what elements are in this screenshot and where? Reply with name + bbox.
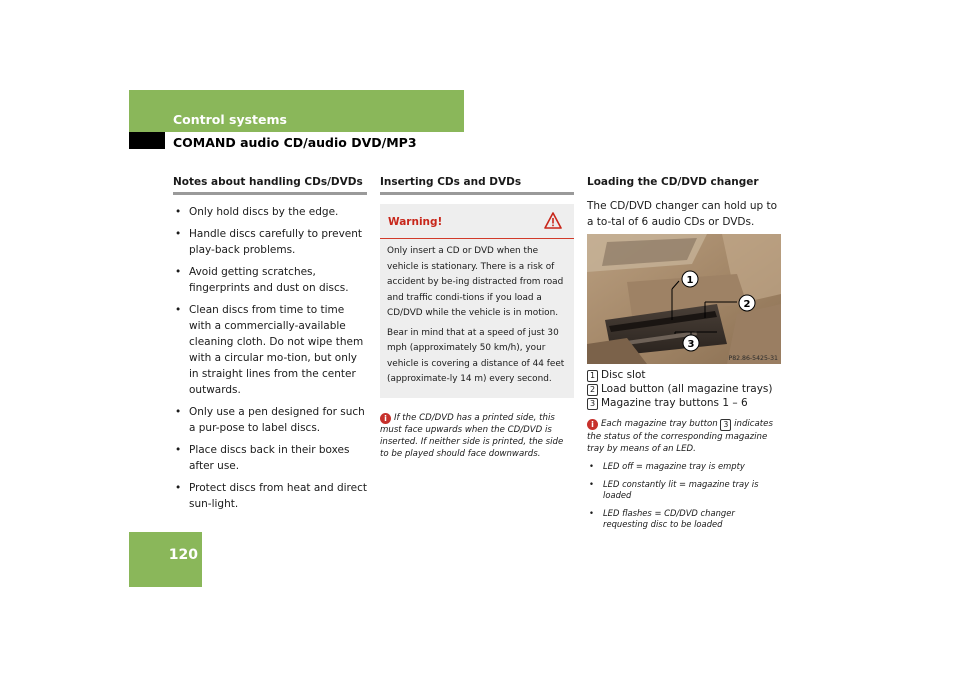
list-item: Only hold discs by the edge. [173, 204, 367, 220]
column-handling: Notes about handling CDs/DVDs Only hold … [173, 175, 367, 518]
list-item: Only use a pen designed for such a pur-p… [173, 404, 367, 436]
heading-handling: Notes about handling CDs/DVDs [173, 175, 367, 195]
info-icon: i [587, 419, 598, 430]
header-bar [129, 90, 464, 132]
info-icon: i [380, 412, 391, 424]
subsection-title: COMAND audio CD/audio DVD/MP3 [173, 135, 417, 150]
heading-loading: Loading the CD/DVD changer [587, 176, 759, 188]
callout-1: 1 [681, 270, 699, 288]
list-item: Place discs back in their boxes after us… [173, 442, 367, 474]
column-inserting: Inserting CDs and DVDs Warning! Only ins… [380, 175, 574, 460]
handling-list: Only hold discs by the edge. Handle disc… [173, 204, 367, 512]
warning-triangle-icon [544, 212, 562, 233]
svg-text:2: 2 [744, 299, 751, 310]
info-text: If the CD/DVD has a printed side, this m… [380, 412, 564, 459]
page-number-box: 120 [129, 532, 202, 587]
warning-title: Warning! [388, 216, 443, 228]
warning-body: Only insert a CD or DVD when the vehicle… [380, 239, 574, 398]
warning-box: Warning! Only insert a CD or DVD when th… [380, 204, 574, 398]
section-title: Control systems [173, 112, 287, 127]
warning-header: Warning! [380, 204, 574, 239]
svg-text:1: 1 [687, 275, 694, 286]
list-item: LED flashes = CD/DVD changer requesting … [587, 508, 781, 531]
heading-inserting: Inserting CDs and DVDs [380, 175, 574, 195]
svg-text:3: 3 [688, 339, 695, 350]
changer-photo: 1 2 3 P82.86-5425-31 [587, 234, 781, 364]
callout-2: 2 [738, 294, 756, 312]
warning-paragraph: Only insert a CD or DVD when the vehicle… [387, 246, 564, 318]
list-item: Handle discs carefully to prevent play-b… [173, 226, 367, 258]
list-item: Clean discs from time to time with a com… [173, 302, 367, 398]
list-item: Avoid getting scratches, fingerprints an… [173, 264, 367, 296]
led-list: LED off = magazine tray is empty LED con… [587, 461, 781, 531]
warning-paragraph: Bear in mind that at a speed of just 30 … [387, 327, 565, 385]
header-marker [129, 132, 165, 149]
page-number: 120 [168, 547, 198, 563]
list-item: LED off = magazine tray is empty [587, 461, 781, 473]
photo-code: P82.86-5425-31 [728, 355, 778, 362]
list-item: Protect discs from heat and direct sun-l… [173, 480, 367, 512]
column-loading: Loading the CD/DVD changer The CD/DVD ch… [587, 175, 781, 537]
intro-text: The CD/DVD changer can hold up to a to-t… [587, 200, 778, 228]
list-item: LED constantly lit = magazine tray is lo… [587, 479, 781, 502]
callout-3: 3 [682, 334, 700, 352]
